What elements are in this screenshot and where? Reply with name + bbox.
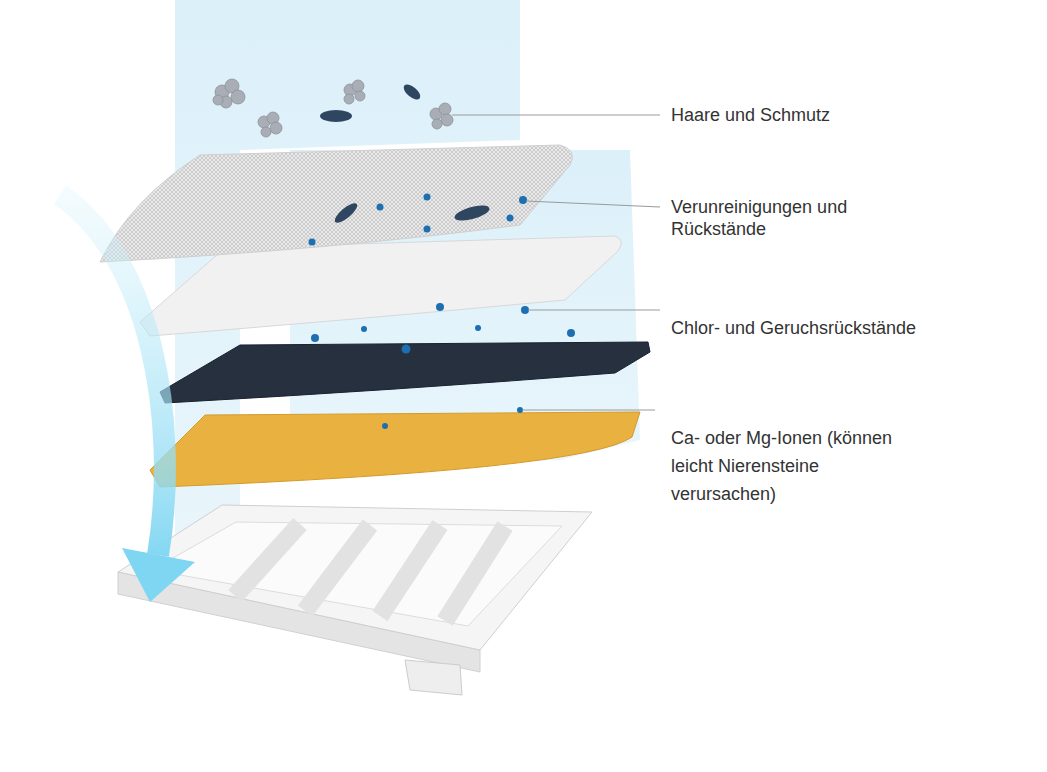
leader-line [452,115,660,410]
flow-arrow [60,195,165,555]
callout-label: Haare und Schmutz [671,104,971,126]
ion-exchange-layer [150,412,640,487]
tray-slat [235,524,505,621]
tray-opening [152,522,562,626]
ion-dot [309,194,576,430]
flow-arrowhead [122,548,195,602]
callout-label: Chlor- und Geruchsrückstände [671,317,991,339]
tray-frame [118,505,592,650]
dirt-particle [213,79,453,137]
bacterium [320,82,491,226]
callout-label: Ca- oder Mg-Ionen (können leicht Nierens… [671,424,926,508]
mesh-layer [100,145,572,262]
tray-tab [405,660,462,695]
callout-label: Verunreinigungen und Rückstände [671,196,886,240]
carbon-layer [160,342,650,403]
filter-tray [118,505,592,695]
